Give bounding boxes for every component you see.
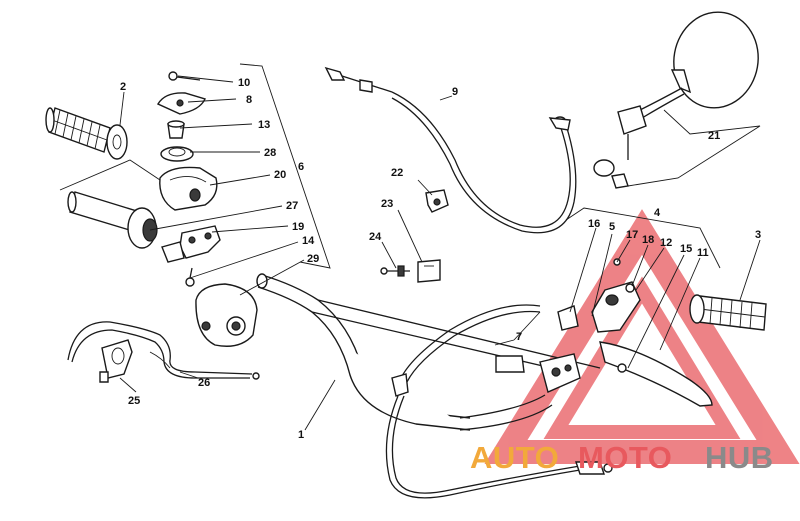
label-part-25: 25 xyxy=(128,395,140,407)
watermark-triangle-inner xyxy=(543,276,741,439)
label-part-1: 1 xyxy=(298,429,304,441)
label-part-15: 15 xyxy=(680,243,692,255)
watermark-triangle-outer xyxy=(484,209,800,464)
label-part-26: 26 xyxy=(198,377,210,389)
screw-10 xyxy=(168,71,201,81)
label-part-17: 17 xyxy=(626,229,638,241)
label-part-9: 9 xyxy=(452,86,458,98)
part-labels: 1 2 3 4 5 6 7 8 9 10 11 12 13 14 15 16 1… xyxy=(120,77,761,441)
watermark-text: AUTO MOTO HUB xyxy=(470,440,774,475)
throttle-housing-20 xyxy=(159,166,218,211)
label-part-22: 22 xyxy=(391,167,403,179)
screw-24 xyxy=(380,265,410,277)
label-part-23: 23 xyxy=(381,198,393,210)
throttle-tube-27 xyxy=(67,191,158,249)
label-part-3: 3 xyxy=(755,229,761,241)
label-part-24: 24 xyxy=(369,231,382,243)
label-part-19: 19 xyxy=(292,221,304,233)
throttle-cable-9 xyxy=(324,66,577,234)
handlebar xyxy=(256,273,601,431)
clip-22 xyxy=(425,189,449,213)
leader-lines xyxy=(59,63,761,431)
label-part-28: 28 xyxy=(264,147,276,159)
clutch-cable-7 xyxy=(385,304,613,499)
label-part-2: 2 xyxy=(120,81,126,93)
label-part-27: 27 xyxy=(286,200,298,212)
label-part-4: 4 xyxy=(654,207,661,219)
watermark-auto: AUTO xyxy=(470,440,559,475)
label-part-16: 16 xyxy=(588,218,600,230)
label-part-6: 6 xyxy=(298,161,304,173)
label-part-5: 5 xyxy=(609,221,615,233)
wiring-harness-26 xyxy=(67,321,260,380)
clutch-lever-assembly xyxy=(557,258,713,407)
switch-block-29 xyxy=(195,283,258,347)
cover-8 xyxy=(157,92,206,115)
label-part-14: 14 xyxy=(302,235,315,247)
label-part-7: 7 xyxy=(516,331,522,343)
label-part-21: 21 xyxy=(708,130,720,142)
label-part-13: 13 xyxy=(258,119,270,131)
label-part-29: 29 xyxy=(307,253,319,265)
label-part-20: 20 xyxy=(274,169,286,181)
kill-switch-25 xyxy=(99,339,133,383)
watermark-hub: HUB xyxy=(705,440,774,475)
bushing-13 xyxy=(167,120,185,139)
label-part-18: 18 xyxy=(642,234,654,246)
label-part-12: 12 xyxy=(660,237,672,249)
label-part-10: 10 xyxy=(238,77,250,89)
mirror-21 xyxy=(593,11,759,189)
label-part-11: 11 xyxy=(697,247,709,259)
watermark-moto: MOTO xyxy=(578,440,672,475)
left-grip xyxy=(45,107,128,160)
lower-housing-19 xyxy=(161,225,221,263)
watermark-logo xyxy=(484,209,800,464)
bracket-23 xyxy=(417,259,441,283)
label-part-8: 8 xyxy=(246,94,252,106)
lever-perch-bar xyxy=(495,353,581,393)
right-grip-3 xyxy=(689,294,767,331)
rubber-boot-28 xyxy=(160,146,194,162)
